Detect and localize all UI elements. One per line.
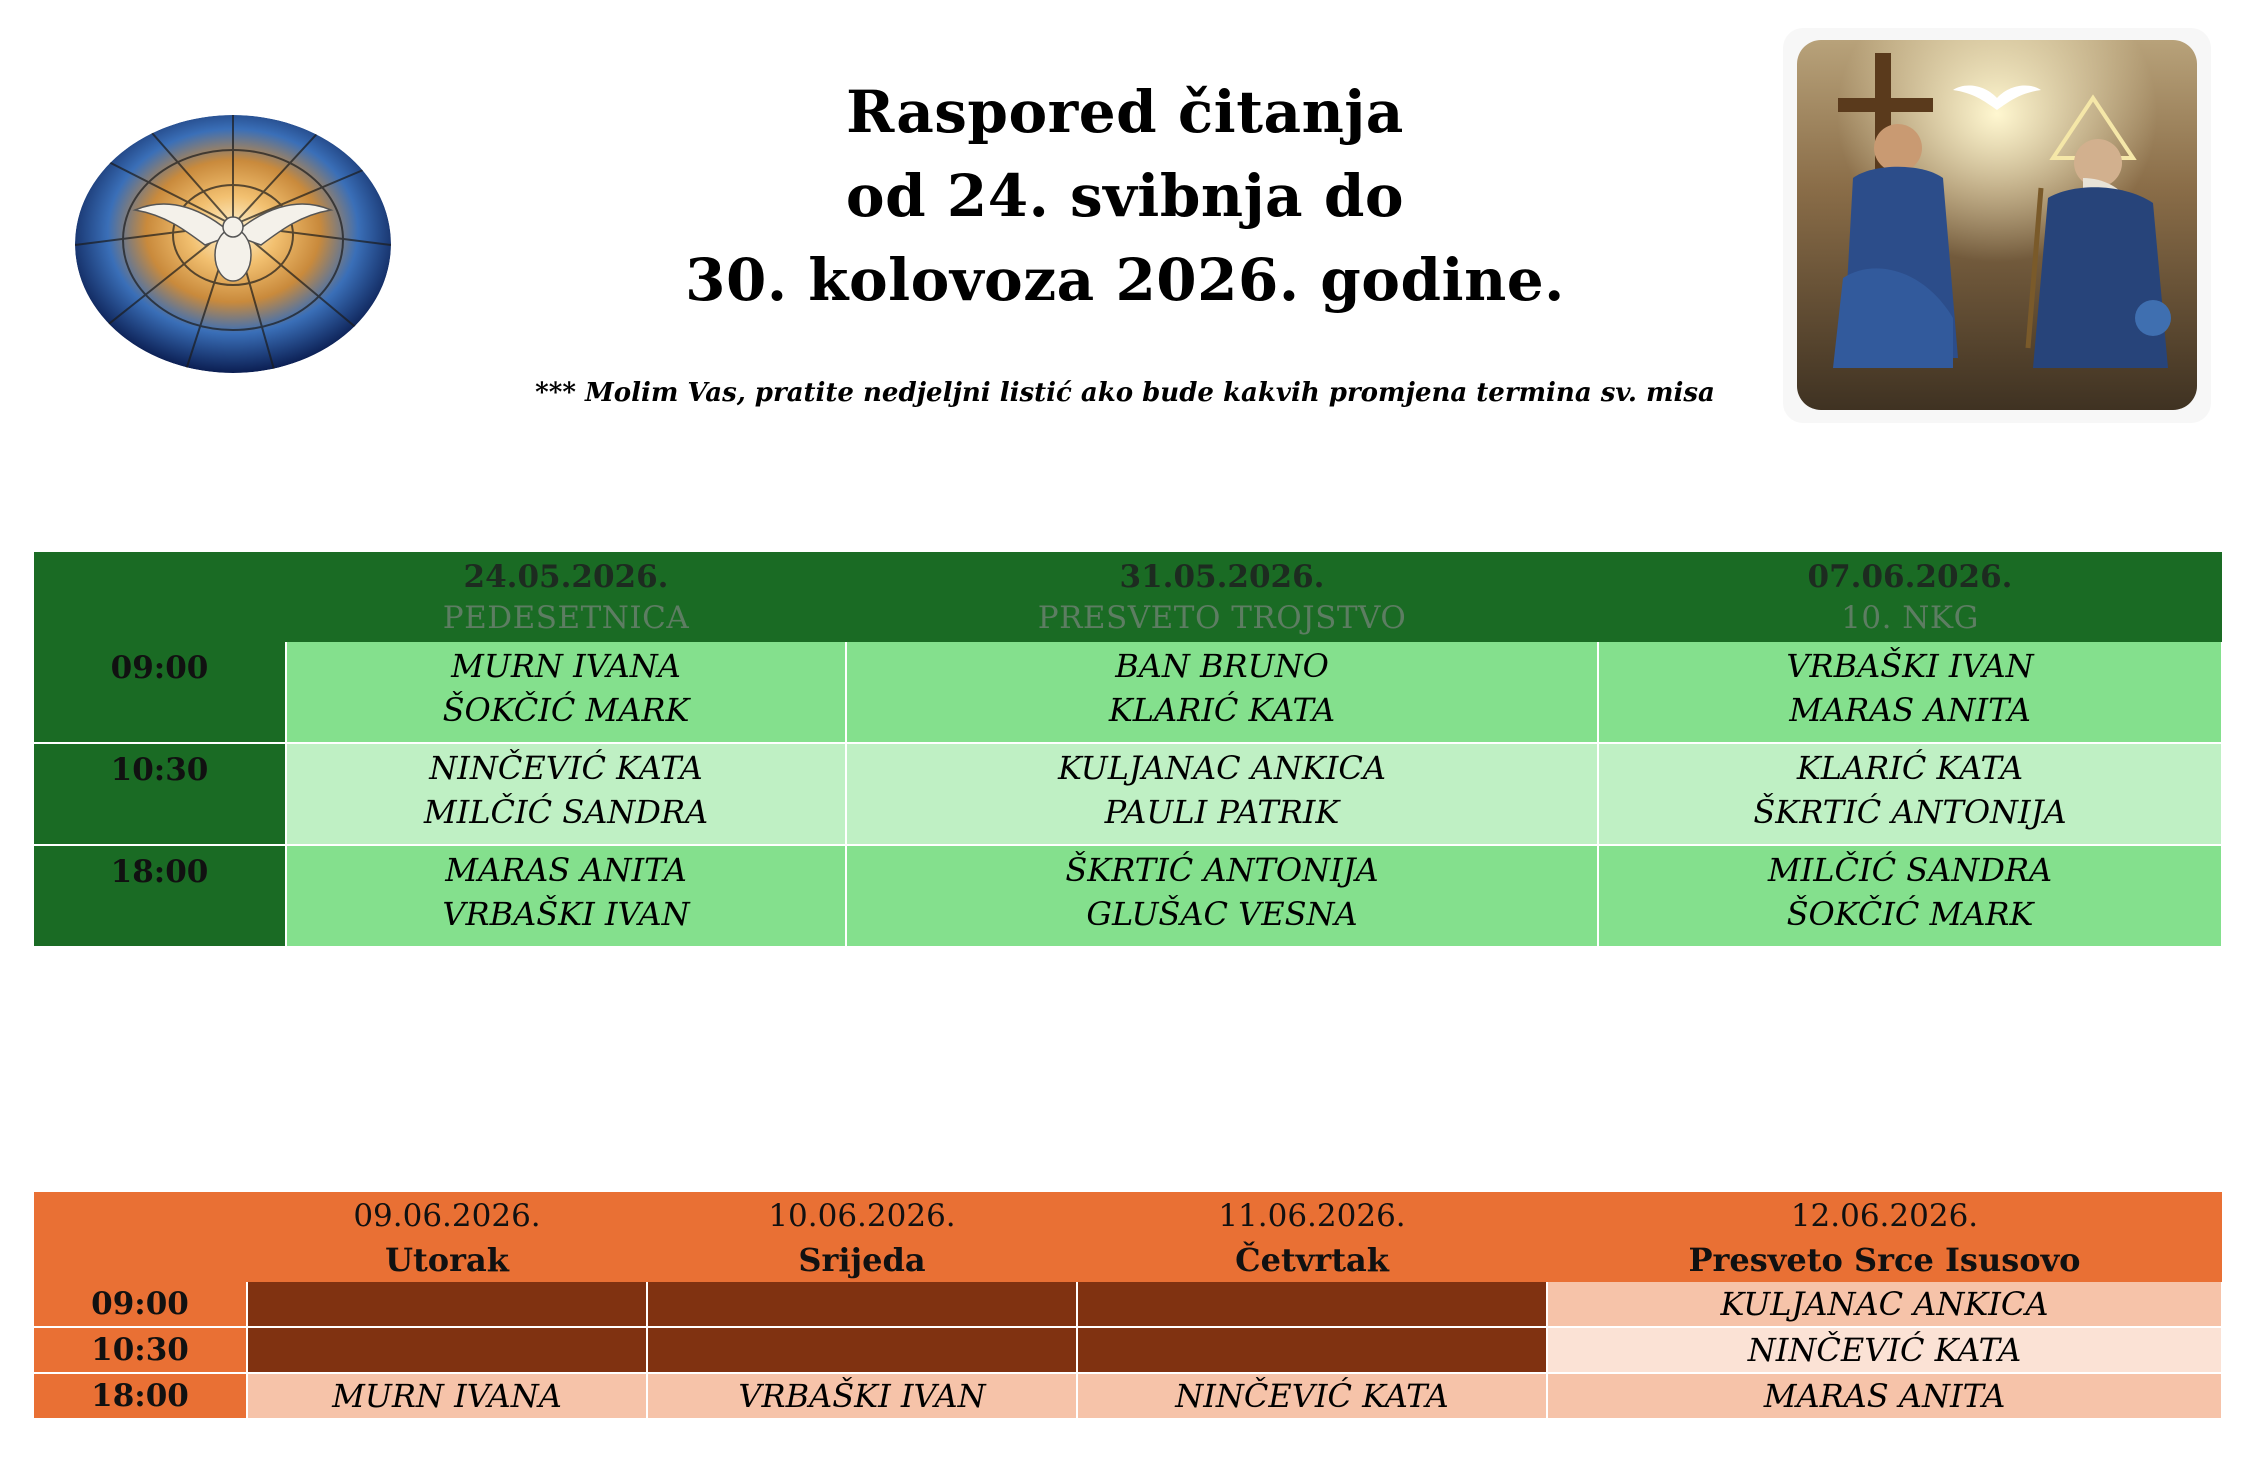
reader-cell: MURN IVANA [247,1373,648,1420]
reader-cell: MARAS ANITA [1547,1373,2223,1420]
reader-name: MARAS ANITA [1789,691,2031,729]
empty-cell [1077,1327,1548,1374]
title-line: Raspored čitanja [846,78,1404,146]
column-day: Utorak [385,1241,509,1279]
column-header: 10.06.2026. Srijeda [647,1192,1077,1282]
column-date: 11.06.2026. [1218,1198,1406,1234]
reader-name: ŠOKČIĆ MARK [442,691,690,729]
time-header-cell [34,1192,247,1282]
column-date: 07.06.2026. [1807,559,2013,595]
column-date: 10.06.2026. [768,1198,956,1234]
holy-spirit-stained-glass-icon [75,115,391,373]
column-date: 24.05.2026. [463,559,669,595]
table-row: 09:00 KULJANAC ANKICA [34,1282,2223,1328]
sunday-reading-table: 24.05.2026. PEDESETNICA 31.05.2026. PRES… [34,552,2223,948]
reader-cell: BAN BRUNO KLARIĆ KATA [846,642,1599,744]
empty-cell [1077,1282,1548,1328]
schedule-notice: *** Molim Vas, pratite nedjeljni listić … [535,378,1715,408]
table-row: 09:00 MURN IVANA ŠOKČIĆ MARK BAN BRUNO KLA… [34,642,2223,744]
empty-cell [247,1327,648,1374]
column-header: 31.05.2026. PRESVETO TROJSTVO [846,552,1598,642]
reader-cell: MILČIĆ SANDRA ŠOKČIĆ MARK [1598,845,2223,948]
reader-name: GLUŠAC VESNA [1086,895,1358,933]
reader-name: BAN BRUNO [1115,647,1329,685]
reader-cell: KULJANAC ANKICA PAULI PATRIK [846,743,1599,846]
column-day: Presveto Srce Isusovo [1688,1241,2081,1279]
reader-name: MILČIĆ SANDRA [423,793,709,831]
reader-name: KLARIĆ KATA [1796,749,2024,787]
reader-cell: MARAS ANITA VRBAŠKI IVAN [286,845,847,948]
column-header: 12.06.2026. Presveto Srce Isusovo [1547,1192,2222,1282]
table-header-row: 24.05.2026. PEDESETNICA 31.05.2026. PRES… [34,552,2222,642]
column-header: 07.06.2026. 10. NKG [1598,552,2222,642]
reader-name: MARAS ANITA [445,851,687,889]
column-day: Četvrtak [1235,1241,1389,1279]
reader-name: KULJANAC ANKICA [1058,749,1386,787]
empty-cell [647,1327,1078,1374]
time-header-cell [34,552,286,642]
title-line: 30. kolovoza 2026. godine. [685,246,1565,314]
column-header: 24.05.2026. PEDESETNICA [286,552,846,642]
time-cell: 09:00 [34,1282,248,1328]
empty-cell [247,1282,648,1328]
reader-cell: KLARIĆ KATA ŠKRTIĆ ANTONIJA [1598,743,2223,846]
column-header: 09.06.2026. Utorak [247,1192,647,1282]
time-cell: 18:00 [34,845,287,948]
reader-name: VRBAŠKI IVAN [1786,647,2034,685]
page-title: Raspored čitanja od 24. svibnja do 30. k… [450,70,1800,322]
table-row: 18:00 MARAS ANITA VRBAŠKI IVAN ŠKRTIĆ ANT… [34,845,2223,948]
title-line: od 24. svibnja do [845,162,1405,230]
reader-name: MURN IVANA [451,647,681,685]
reader-cell: KULJANAC ANKICA [1547,1282,2223,1328]
reader-name: MILČIĆ SANDRA [1767,851,2053,889]
reader-name: ŠOKČIĆ MARK [1786,895,2034,933]
column-date: 31.05.2026. [1119,559,1325,595]
empty-cell [647,1282,1078,1328]
time-cell: 10:30 [34,743,287,846]
column-date: 09.06.2026. [353,1198,541,1234]
reader-name: ŠKRTIĆ ANTONIJA [1065,851,1379,889]
table-row: 18:00 MURN IVANA VRBAŠKI IVAN NINČEVIĆ K… [34,1373,2223,1420]
table-row: 10:30 NINČEVIĆ KATA [34,1327,2223,1374]
reader-cell: ŠKRTIĆ ANTONIJA GLUŠAC VESNA [846,845,1599,948]
reader-name: NINČEVIĆ KATA [429,749,703,787]
time-cell: 09:00 [34,642,287,744]
column-feast: 10. NKG [1841,600,1979,636]
reader-name: VRBAŠKI IVAN [442,895,690,933]
table-row: 10:30 NINČEVIĆ KATA MILČIĆ SANDRA KULJANA… [34,743,2223,846]
table-header-row: 09.06.2026. Utorak 10.06.2026. Srijeda 1… [34,1192,2222,1282]
time-cell: 18:00 [34,1373,248,1420]
column-feast: PEDESETNICA [442,600,690,636]
column-date: 12.06.2026. [1790,1198,1979,1234]
column-header: 11.06.2026. Četvrtak [1077,1192,1547,1282]
time-cell: 10:30 [34,1327,248,1374]
reader-cell: VRBAŠKI IVAN MARAS ANITA [1598,642,2223,744]
reader-name: PAULI PATRIK [1104,793,1340,831]
holy-trinity-painting-icon [1783,28,2211,423]
weekday-reading-table: 09.06.2026. Utorak 10.06.2026. Srijeda 1… [34,1192,2223,1420]
reader-name: ŠKRTIĆ ANTONIJA [1753,793,2067,831]
column-day: Srijeda [798,1241,926,1279]
reader-cell: MURN IVANA ŠOKČIĆ MARK [286,642,847,744]
reader-cell: NINČEVIĆ KATA MILČIĆ SANDRA [286,743,847,846]
reader-cell: NINČEVIĆ KATA [1547,1327,2223,1374]
column-feast: PRESVETO TROJSTVO [1037,600,1407,636]
reader-cell: VRBAŠKI IVAN [647,1373,1078,1420]
reader-cell: NINČEVIĆ KATA [1077,1373,1548,1420]
reader-name: KLARIĆ KATA [1108,691,1336,729]
